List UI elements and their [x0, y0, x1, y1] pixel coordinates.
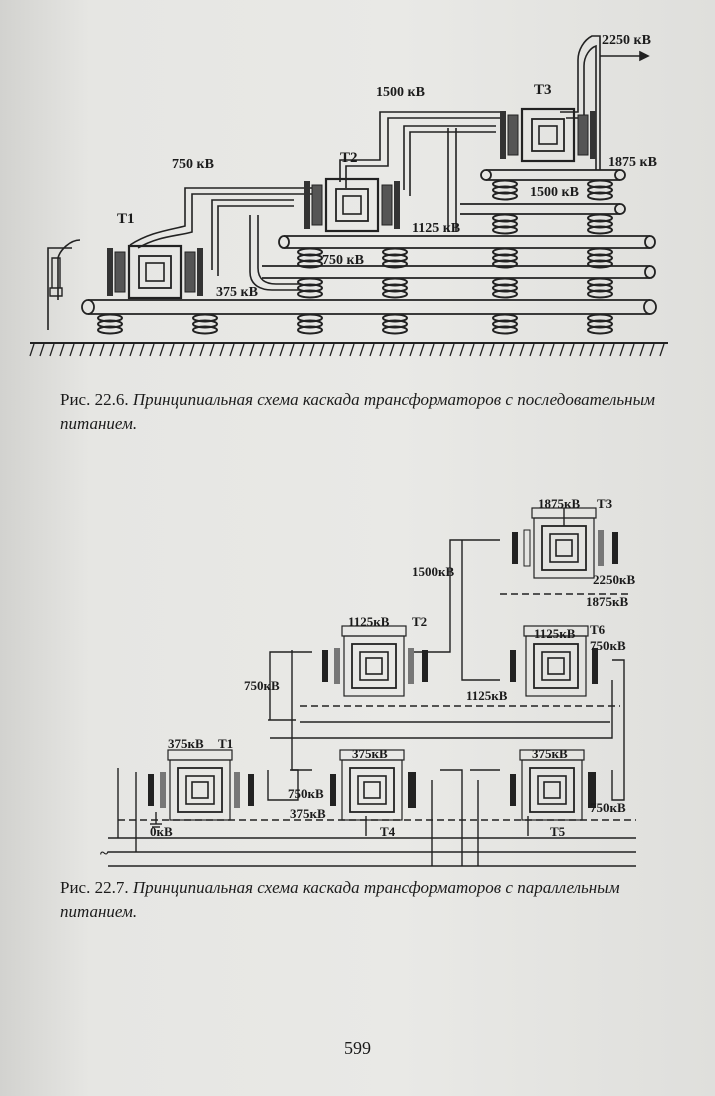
ground-symbol	[150, 812, 162, 828]
label-t2: T2	[340, 150, 358, 166]
label-t3: T3	[534, 82, 552, 98]
label-p-t5-right: 750кВ	[590, 800, 626, 815]
transformer-p-t2	[322, 625, 428, 697]
transformer-t2	[302, 177, 402, 233]
transformer-p-t5	[510, 749, 596, 821]
caption-text-22-7: Принципиальная схема каскада трансформат…	[60, 878, 620, 921]
caption-number-22-7: Рис. 22.7.	[60, 878, 129, 897]
label-750kv-bus: 750 кВ	[322, 253, 364, 268]
label-1500kv-bus: 1500 кВ	[530, 185, 579, 200]
label-p-t2-top: 1125кВ	[348, 614, 390, 629]
label-1875kv: 1875 кВ	[608, 155, 657, 170]
transformer-p-t6	[510, 625, 598, 697]
transformer-p-t3	[512, 507, 618, 579]
label-p-t4: T4	[380, 824, 396, 839]
caption-figure-22-7: Рис. 22.7. Принципиальная схема каскада …	[60, 876, 680, 924]
figure-parallel-cascade: 1875кВ T3 2250кВ 1875кВ 1500кВ 1125кВ T2…	[100, 496, 636, 867]
label-1125kv: 1125 кВ	[412, 221, 460, 236]
caption-figure-22-6: Рис. 22.6. Принципиальная схема каскада …	[60, 388, 680, 436]
label-p-t6-top: 1125кВ	[534, 626, 576, 641]
transformer-p-t1	[148, 749, 254, 821]
label-p-t1-top: 375кВ	[168, 736, 204, 751]
label-p-750kv-left: 750кВ	[244, 678, 280, 693]
label-p-t6: T6	[590, 622, 606, 637]
label-p-supply: ~	[100, 845, 109, 862]
label-p-t3-out: 2250кВ	[593, 572, 635, 587]
label-p-t1: T1	[218, 736, 233, 751]
label-375kv: 375 кВ	[216, 285, 258, 300]
parallel-wiring	[108, 539, 636, 867]
label-p-t3-top: 1875кВ	[538, 496, 580, 511]
label-p-t4-left2: 375кВ	[290, 806, 326, 821]
caption-text-22-6: Принципиальная схема каскада трансформат…	[60, 390, 655, 433]
pipe-buses	[81, 169, 657, 315]
label-p-t5: T5	[550, 824, 566, 839]
label-p-t3-bot: 1875кВ	[586, 594, 628, 609]
ground-hatch	[29, 342, 668, 357]
label-2250kv: 2250 кВ	[602, 33, 651, 48]
label-p-t6-right: 750кВ	[590, 638, 626, 653]
caption-number-22-6: Рис. 22.6.	[60, 390, 129, 409]
transformer-t3	[498, 107, 598, 163]
page-number: 599	[344, 1038, 371, 1058]
transformer-t1	[105, 244, 205, 300]
label-p-t3: T3	[597, 496, 613, 511]
label-750kv-top: 750 кВ	[172, 157, 214, 172]
transformer-p-t4	[330, 749, 416, 821]
label-t1: T1	[117, 211, 135, 227]
label-p-t4-top: 375кВ	[352, 746, 388, 761]
label-p-ground: 0кВ	[150, 824, 173, 839]
label-p-1500kv: 1500кВ	[412, 564, 454, 579]
label-1500kv-top: 1500 кВ	[376, 85, 425, 100]
connection-pipes	[47, 35, 650, 330]
label-p-t5-top: 375кВ	[532, 746, 568, 761]
label-p-t2: T2	[412, 614, 427, 629]
label-p-1125kv: 1125кВ	[466, 688, 508, 703]
label-p-t4-left: 750кВ	[288, 786, 324, 801]
ground-plug	[49, 257, 63, 297]
figure-series-cascade: T1 T2 T3 2250 кВ 1500 кВ 750 кВ 1875 кВ …	[29, 33, 668, 357]
